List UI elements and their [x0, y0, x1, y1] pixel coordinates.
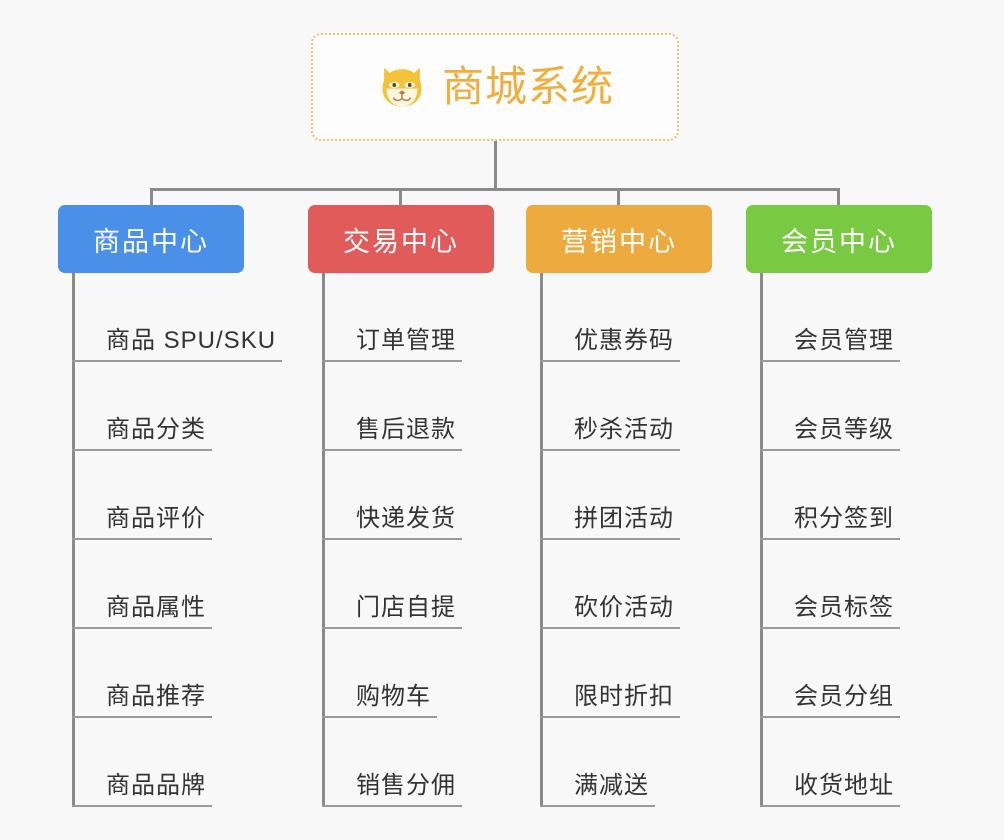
leaf-item[interactable]: 满减送: [540, 718, 655, 807]
leaf-item[interactable]: 商品品牌: [72, 718, 212, 807]
leaf-label: 优惠券码: [540, 327, 680, 362]
leaf-label: 收货地址: [760, 772, 900, 807]
leaf-label: 满减送: [540, 772, 655, 807]
leaf-item[interactable]: 快递发货: [322, 451, 462, 540]
leaf-spine: [760, 273, 763, 807]
leaf-label: 会员标签: [760, 594, 900, 629]
leaf-label: 砍价活动: [540, 594, 680, 629]
leaf-spine: [322, 273, 325, 807]
root-title: 商城系统: [441, 63, 614, 110]
leaf-item[interactable]: 商品推荐: [72, 629, 212, 718]
category-header-会员中心[interactable]: 会员中心: [746, 205, 932, 273]
leaf-item[interactable]: 收货地址: [760, 718, 900, 807]
leaf-item[interactable]: 积分签到: [760, 451, 900, 540]
leaf-label: 会员等级: [760, 416, 900, 451]
leaf-label: 商品分类: [72, 416, 212, 451]
shiba-dog-face-icon: [382, 67, 422, 107]
leaf-item[interactable]: 会员分组: [760, 629, 900, 718]
leaf-label: 商品品牌: [72, 772, 212, 807]
category-label: 商品中心: [93, 226, 209, 257]
drop-connector-2: [399, 188, 402, 207]
leaf-item[interactable]: 购物车: [322, 629, 437, 718]
leaf-item[interactable]: 商品评价: [72, 451, 212, 540]
leaf-label: 商品 SPU/SKU: [72, 327, 283, 362]
leaf-item[interactable]: 会员等级: [760, 362, 900, 451]
leaf-label: 拼团活动: [540, 505, 680, 540]
leaf-item[interactable]: 订单管理: [322, 273, 462, 362]
horizontal-bus-connector: [150, 188, 840, 191]
leaf-item[interactable]: 会员管理: [760, 273, 900, 362]
leaf-label: 会员管理: [760, 327, 900, 362]
category-header-营销中心[interactable]: 营销中心: [526, 205, 712, 273]
category-label: 会员中心: [781, 226, 897, 257]
leaf-label: 购物车: [322, 683, 437, 718]
category-header-交易中心[interactable]: 交易中心: [308, 205, 494, 273]
leaf-spine: [540, 273, 543, 807]
leaf-item[interactable]: 秒杀活动: [540, 362, 680, 451]
leaf-item[interactable]: 销售分佣: [322, 718, 462, 807]
leaf-label: 快递发货: [322, 505, 462, 540]
drop-connector-1: [150, 188, 153, 207]
leaf-label: 订单管理: [322, 327, 462, 362]
leaf-item[interactable]: 优惠券码: [540, 273, 680, 362]
leaf-label: 会员分组: [760, 683, 900, 718]
category-label: 交易中心: [343, 226, 459, 257]
leaf-item[interactable]: 商品分类: [72, 362, 212, 451]
root-stem-connector: [494, 141, 497, 191]
drop-connector-4: [837, 188, 840, 207]
leaf-label: 销售分佣: [322, 772, 462, 807]
leaf-label: 限时折扣: [540, 683, 680, 718]
leaf-label: 商品推荐: [72, 683, 212, 718]
leaf-item[interactable]: 拼团活动: [540, 451, 680, 540]
category-header-商品中心[interactable]: 商品中心: [58, 205, 244, 273]
leaf-label: 积分签到: [760, 505, 900, 540]
leaf-label: 商品属性: [72, 594, 212, 629]
leaf-item[interactable]: 限时折扣: [540, 629, 680, 718]
leaf-label: 秒杀活动: [540, 416, 680, 451]
leaf-item[interactable]: 商品属性: [72, 540, 212, 629]
leaf-item[interactable]: 会员标签: [760, 540, 900, 629]
leaf-item[interactable]: 售后退款: [322, 362, 462, 451]
category-label: 营销中心: [561, 226, 677, 257]
root-node[interactable]: 商城系统: [311, 33, 679, 141]
drop-connector-3: [617, 188, 620, 207]
leaf-item[interactable]: 门店自提: [322, 540, 462, 629]
leaf-item[interactable]: 砍价活动: [540, 540, 680, 629]
leaf-label: 门店自提: [322, 594, 462, 629]
leaf-spine: [72, 273, 75, 807]
leaf-item[interactable]: 商品 SPU/SKU: [72, 273, 283, 362]
leaf-label: 售后退款: [322, 416, 462, 451]
leaf-label: 商品评价: [72, 505, 212, 540]
